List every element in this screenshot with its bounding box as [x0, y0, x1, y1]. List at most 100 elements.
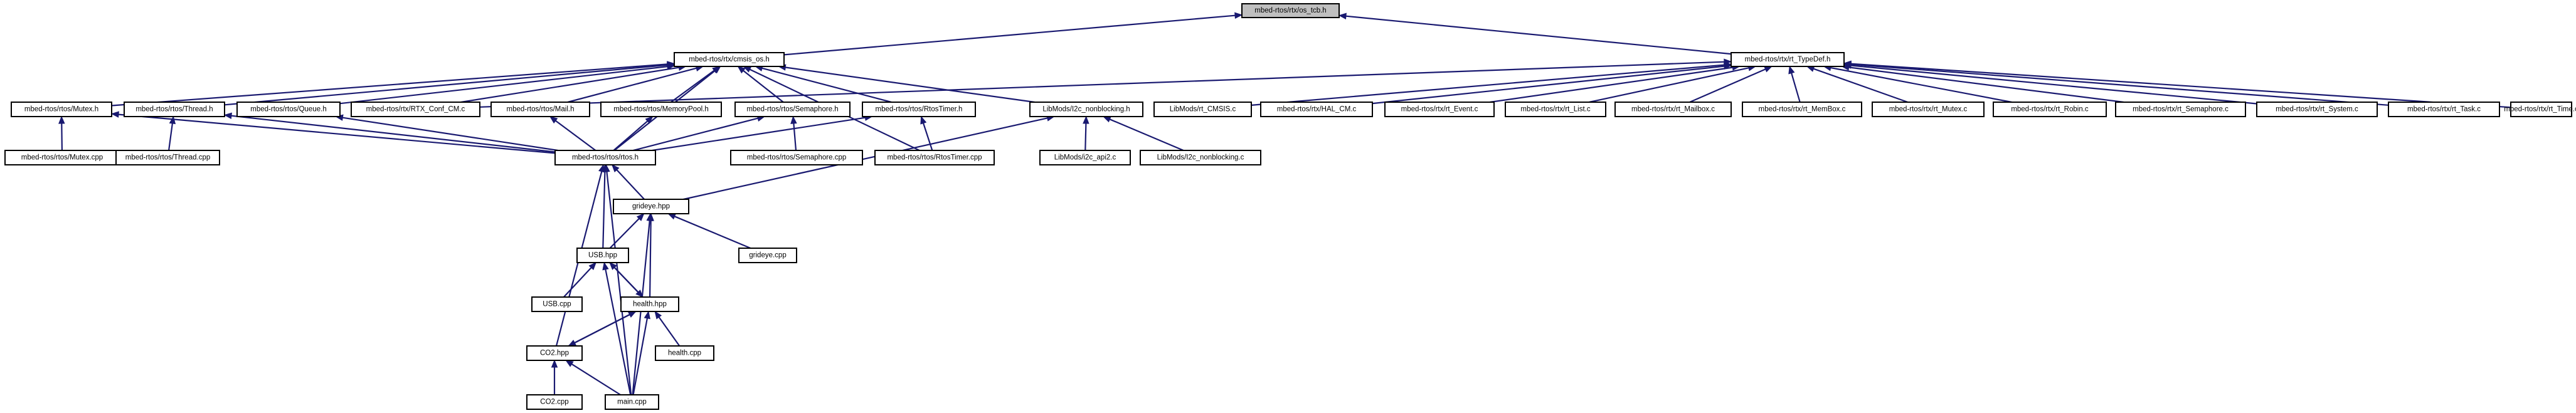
arrowhead-icon	[110, 111, 119, 118]
node-layer: mbed-rtos/rtx/os_tcb.h mbed-rtos/rtx/cmsi…	[4, 3, 2576, 410]
edge-thread_cpp-to-thread_h	[168, 115, 176, 151]
edge-line	[793, 123, 797, 151]
arrowhead-icon	[790, 115, 797, 124]
node-rtos-h[interactable]: mbed-rtos/rtos/rtos.h	[554, 150, 656, 165]
node-label: mbed-rtos/rtos/Semaphore.h	[746, 106, 838, 113]
node-box	[1140, 150, 1261, 165]
node-hal-cm[interactable]: mbed-rtos/rtx/HAL_CM.c	[1260, 102, 1373, 117]
node-box	[2115, 102, 2246, 117]
node-sema-cpp[interactable]: mbed-rtos/rtos/Semaphore.cpp	[730, 150, 863, 165]
node-label: mbed-rtos/rtx/RTX_Conf_CM.c	[366, 106, 465, 113]
edge-line	[339, 66, 668, 105]
node-rt-cmsis[interactable]: LibMods/rt_CMSIS.c	[1153, 102, 1252, 117]
edge-i2c_nb_h-to-cmsis_os	[777, 64, 1035, 103]
edge-line	[1850, 65, 2257, 105]
node-label: mbed-rtos/rtos/Mutex.h	[24, 106, 98, 113]
node-rtostimer-cpp[interactable]: mbed-rtos/rtos/RtosTimer.cpp	[874, 150, 995, 165]
edge-rtos_h-to-sema_h	[633, 115, 766, 152]
node-label: mbed-rtos/rtx/rt_MemBox.c	[1759, 106, 1846, 113]
edge-usb_cpp-to-usb_hpp	[563, 262, 597, 298]
node-label: mbed-rtos/rtx/rt_Mailbox.c	[1631, 106, 1715, 113]
edge-line	[1372, 65, 1725, 105]
node-label: grideye.cpp	[749, 252, 786, 259]
arrowhead-icon	[737, 66, 746, 74]
node-label: LibMods/i2c_api2.c	[1054, 154, 1116, 162]
node-usb-cpp[interactable]: USB.cpp	[531, 296, 583, 312]
node-rt-task[interactable]: mbed-rtos/rtx/rt_Task.c	[2388, 102, 2500, 117]
node-rt-event[interactable]: mbed-rtos/rtx/rt_Event.c	[1384, 102, 1495, 117]
node-thread-h[interactable]: mbed-rtos/rtos/Thread.h	[124, 102, 225, 117]
node-rt-typedef[interactable]: mbed-rtos/rtx/rt_TypeDef.h	[1731, 52, 1845, 67]
arrowhead-icon	[1338, 13, 1347, 19]
node-queue-h[interactable]: mbed-rtos/rtos/Queue.h	[236, 102, 341, 117]
node-i2c-nb-c[interactable]: LibMods/I2c_nonblocking.c	[1140, 150, 1261, 165]
node-label: mbed-rtos/rtos/RtosTimer.h	[876, 106, 963, 113]
node-label: main.cpp	[617, 399, 647, 406]
node-box	[874, 150, 995, 165]
node-label: mbed-rtos/rtx/rt_Semaphore.c	[2133, 106, 2229, 113]
node-i2c-nb-h[interactable]: LibMods/I2c_nonblocking.h	[1029, 102, 1143, 117]
node-rt-mailbox[interactable]: mbed-rtos/rtx/rt_Mailbox.c	[1614, 102, 1732, 117]
edge-rt_list-to-rt_typedef	[1589, 65, 1757, 103]
node-label: health.hpp	[633, 301, 667, 308]
node-rt-mutex[interactable]: mbed-rtos/rtx/rt_Mutex.c	[1872, 102, 1985, 117]
node-rtx-conf[interactable]: mbed-rtos/rtx/RTX_Conf_CM.c	[351, 102, 480, 117]
node-label: grideye.hpp	[632, 203, 670, 211]
node-sema-h[interactable]: mbed-rtos/rtos/Semaphore.h	[734, 102, 851, 117]
node-mempool-h[interactable]: mbed-rtos/rtos/MemoryPool.h	[600, 102, 722, 117]
node-label: mbed-rtos/rtos/Mail.h	[506, 106, 574, 113]
node-label: USB.cpp	[543, 301, 571, 308]
node-thread-cpp[interactable]: mbed-rtos/rtos/Thread.cpp	[115, 150, 220, 165]
node-rt-system[interactable]: mbed-rtos/rtx/rt_System.c	[2256, 102, 2378, 117]
node-mail-h[interactable]: mbed-rtos/rtos/Mail.h	[490, 102, 590, 117]
node-rt-membox[interactable]: mbed-rtos/rtx/rt_MemBox.c	[1742, 102, 1862, 117]
edge-line	[616, 169, 645, 200]
edge-line	[658, 316, 681, 347]
node-grideye-hpp[interactable]: grideye.hpp	[613, 199, 689, 214]
node-label: mbed-rtos/rtos/RtosTimer.cpp	[887, 154, 982, 162]
node-rt-time[interactable]: mbed-rtos/rtx/rt_Time.c	[2504, 102, 2576, 117]
edge-line	[1345, 15, 1732, 55]
node-label: LibMods/rt_CMSIS.c	[1170, 106, 1236, 113]
node-os-tcb: mbed-rtos/rtx/os_tcb.h	[1241, 3, 1340, 18]
node-box	[576, 248, 629, 263]
edge-rt_mutex-to-rt_typedef	[1806, 65, 1908, 103]
node-co2-cpp[interactable]: CO2.cpp	[526, 394, 583, 410]
edge-line	[923, 123, 933, 151]
node-box	[351, 102, 480, 117]
edge-rtos_h-to-queue_h	[335, 114, 558, 152]
edge-line	[479, 61, 1725, 108]
node-health-cpp[interactable]: health.cpp	[655, 345, 714, 361]
node-rt-sema[interactable]: mbed-rtos/rtx/rt_Semaphore.c	[2115, 102, 2246, 117]
edge-line	[783, 14, 1236, 56]
node-label: LibMods/I2c_nonblocking.h	[1042, 106, 1130, 113]
node-usb-hpp[interactable]: USB.hpp	[576, 248, 629, 263]
node-health-hpp[interactable]: health.hpp	[620, 296, 679, 312]
node-cmsis-os[interactable]: mbed-rtos/rtx/cmsis_os.h	[674, 52, 785, 67]
node-co2-hpp[interactable]: CO2.hpp	[526, 345, 583, 361]
node-i2c-api2[interactable]: LibMods/i2c_api2.c	[1039, 150, 1131, 165]
node-rt-robin[interactable]: mbed-rtos/rtx/rt_Robin.c	[1993, 102, 2107, 117]
node-box	[1614, 102, 1732, 117]
node-grideye-cpp[interactable]: grideye.cpp	[738, 248, 797, 263]
node-rt-list[interactable]: mbed-rtos/rtx/rt_List.c	[1505, 102, 1606, 117]
node-rtostimer-h[interactable]: mbed-rtos/rtos/RtosTimer.h	[862, 102, 976, 117]
node-mutex-cpp[interactable]: mbed-rtos/rtos/Mutex.cpp	[4, 150, 120, 165]
arrowhead-icon	[667, 213, 677, 220]
edge-line	[613, 120, 649, 151]
edge-sema_cpp-to-sema_h	[790, 115, 797, 151]
node-mutex-h[interactable]: mbed-rtos/rtos/Mutex.h	[11, 102, 112, 117]
edge-line	[674, 216, 751, 249]
node-box	[2510, 102, 2572, 117]
arrowhead-icon	[1764, 66, 1773, 73]
node-label: mbed-rtos/rtx/os_tcb.h	[1254, 7, 1326, 14]
node-label: CO2.hpp	[540, 350, 569, 357]
edge-grideye_hpp-to-rtos_h	[611, 164, 645, 200]
arrowhead-icon	[635, 290, 644, 298]
edge-mutex_cpp-to-mutex_h	[58, 115, 65, 151]
edge-line	[111, 63, 668, 107]
arrowhead-icon	[920, 115, 927, 125]
edge-line	[342, 117, 558, 152]
edge-line	[1689, 68, 1766, 103]
node-main-cpp[interactable]: main.cpp	[605, 394, 659, 410]
